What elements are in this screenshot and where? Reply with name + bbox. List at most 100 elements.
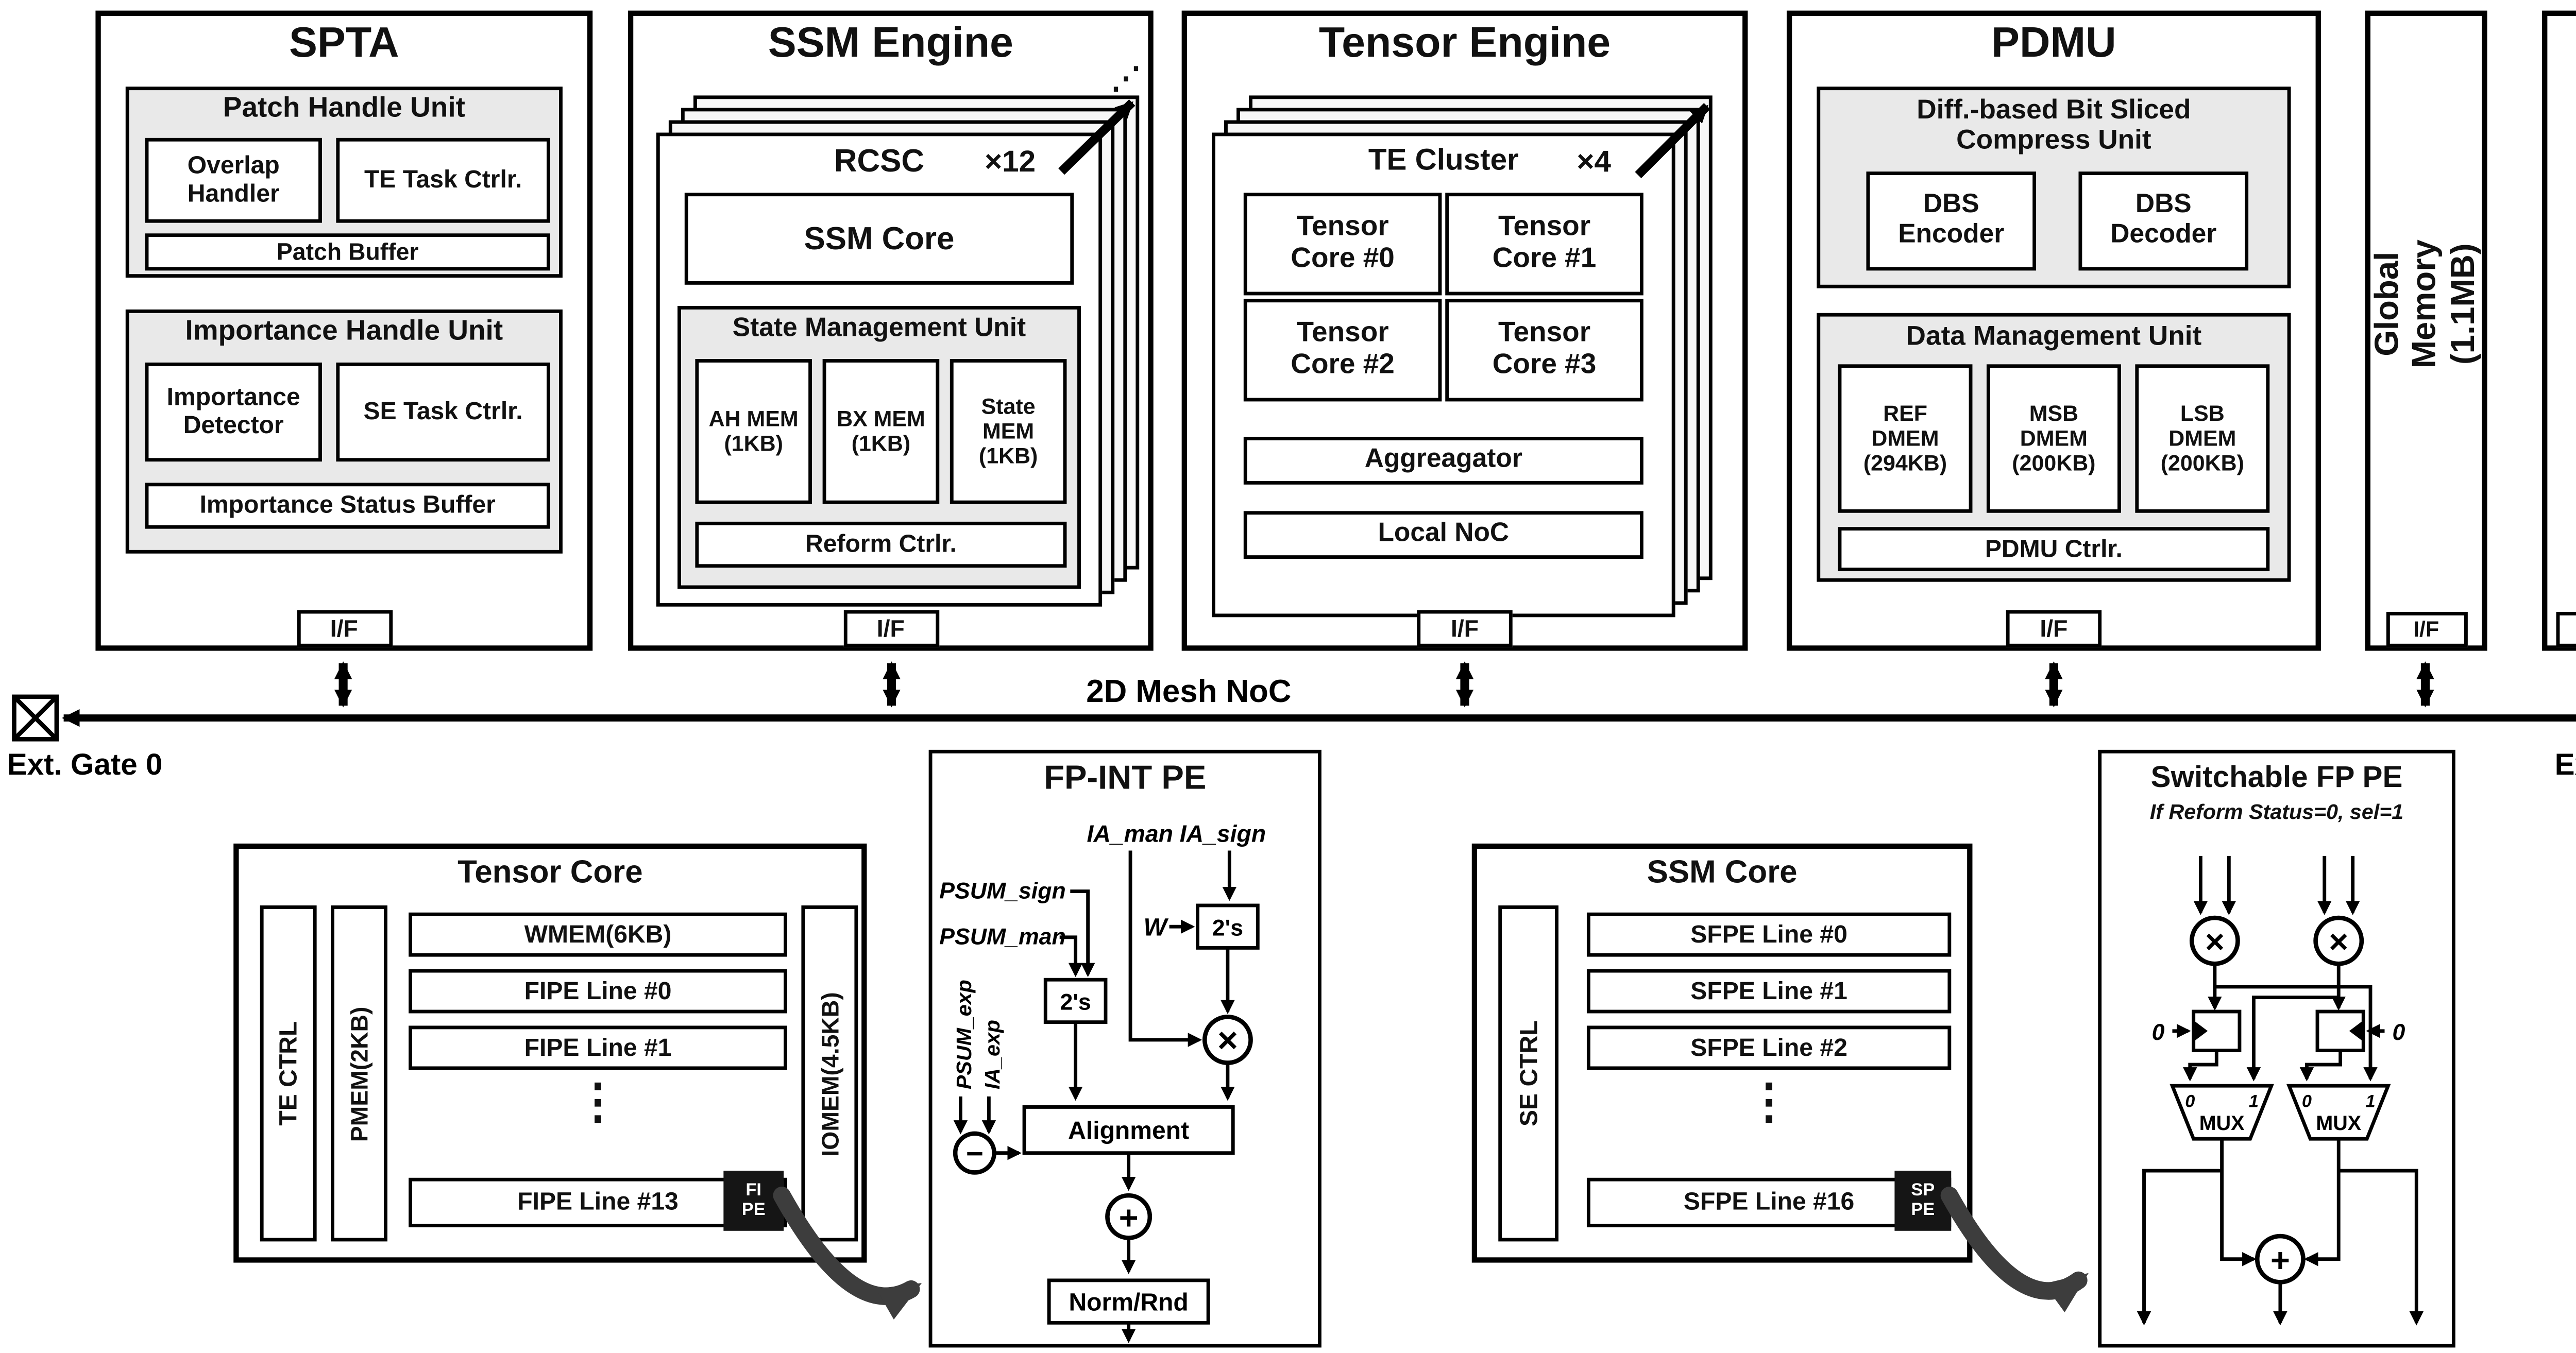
tensor-core-0-line2: Core #0: [1291, 244, 1395, 275]
patch-handle-unit: Patch Handle Unit Overlap Handler TE Tas…: [125, 87, 563, 278]
sfpe-ellipsis: ⋮: [1745, 1075, 1793, 1128]
sp-pe-tag-line2: PE: [1911, 1201, 1935, 1221]
global-memory-label: Global Memory (1.1MB): [2369, 239, 2482, 369]
top-ctrlr-block: Top Ctrlr. I/F: [2542, 10, 2576, 651]
noc-connectors: [334, 661, 2434, 708]
sp-pe-tag-line1: SP: [1911, 1180, 1935, 1200]
ssm-if-box: I/F: [843, 610, 939, 647]
adder-icon: [1105, 1193, 1153, 1240]
reform-ctrlr-box: Reform Ctrlr.: [695, 521, 1067, 568]
overlap-handler-box: Overlap Handler: [145, 138, 322, 223]
pmem-label: PMEM(2KB): [346, 1005, 372, 1141]
norm-rnd-box: [1047, 1278, 1210, 1325]
patch-handle-unit-title: Patch Handle Unit: [223, 93, 465, 124]
iomem-box: IOMEM(4.5KB): [801, 905, 858, 1242]
msb-dmem-box: MSB DMEM (200KB): [1986, 364, 2121, 513]
twos-complement-psum-box: [1043, 978, 1108, 1024]
ssm-core-box: SSM Core: [684, 193, 1074, 285]
switchable-fp-pe-diagram: × × 0 0 0 1 MUX 0 1 MUX +: [2137, 855, 2424, 1326]
psum-exp-label: PSUM_exp: [952, 980, 976, 1089]
te-cluster-title: TE Cluster: [1368, 143, 1519, 177]
multiply-glyph: ×: [1217, 1020, 1238, 1060]
spta-block: SPTA Patch Handle Unit Overlap Handler T…: [95, 10, 593, 651]
te-task-ctrlr-box: TE Task Ctrlr.: [336, 138, 550, 223]
importance-handle-unit-title: Importance Handle Unit: [185, 316, 503, 347]
bx-mem-box: BX MEM (1KB): [822, 359, 940, 504]
tensor-core-1-box: Tensor Core #1: [1445, 193, 1643, 296]
add-glyph: +: [1119, 1198, 1139, 1236]
ext-gate-1-label: Ext. Gate 1: [2555, 748, 2576, 781]
importance-status-buffer-box: Importance Status Buffer: [145, 483, 550, 529]
se-ctrl-box: SE CTRL: [1498, 905, 1559, 1242]
wmem-row: WMEM(6KB): [409, 912, 787, 957]
multiply-right-glyph: ×: [2329, 923, 2348, 961]
rcsc-card: RCSC ×12 SSM Core State Management Unit …: [656, 132, 1103, 607]
switchable-fp-pe-title: Switchable FP PE: [2150, 760, 2403, 794]
compress-unit: Diff.-based Bit Sliced Compress Unit DBS…: [1817, 87, 2291, 288]
sfpe-line-0-row: SFPE Line #0: [1586, 912, 1952, 957]
lsb-dmem-box: LSB DMEM (200KB): [2135, 364, 2270, 513]
dbs-encoder-box: DBS Encoder: [1866, 172, 2037, 271]
se-task-ctrlr-box: SE Task Ctrlr.: [336, 362, 550, 462]
rcsc-title: RCSC: [834, 143, 925, 179]
dbs-decoder-box: DBS Decoder: [2078, 172, 2249, 271]
zero-left-label: 0: [2152, 1020, 2165, 1045]
state-management-unit: State Management Unit AH MEM (1KB) BX ME…: [677, 306, 1081, 589]
aggregator-box: Aggreagator: [1243, 437, 1643, 485]
fp-int-pe-title: FP-INT PE: [1044, 760, 1207, 798]
compress-unit-title: Diff.-based Bit Sliced Compress Unit: [1917, 95, 2191, 156]
te-multiplier: ×4: [1577, 145, 1611, 179]
ssm-engine-block: SSM Engine ⋰ RCSC ×12 SSM Core State Man…: [628, 10, 1154, 651]
te-cluster-card: TE Cluster ×4 Tensor Core #0 Tensor Core…: [1212, 132, 1675, 618]
ssm-core-detail-block: SSM Core SE CTRL SFPE Line #0 SFPE Line …: [1471, 843, 1973, 1263]
twos-psum-label: 2's: [1060, 990, 1091, 1015]
ssm-engine-title: SSM Engine: [768, 19, 1013, 67]
subtract-icon: [953, 1131, 996, 1175]
alignment-box: [1022, 1105, 1235, 1155]
sfpe-line-16-row: SFPE Line #16: [1586, 1177, 1952, 1227]
psum-man-label: PSUM_man: [939, 924, 1066, 950]
dmu-title: Data Management Unit: [1906, 321, 2202, 352]
tensor-core-1-line1: Tensor: [1498, 212, 1591, 243]
global-memory-label-wrap: Global Memory (1.1MB): [2370, 16, 2482, 592]
tensor-core-3-line2: Core #3: [1492, 350, 1597, 381]
mux-right-label: MUX: [2316, 1112, 2361, 1135]
smu-title: State Management Unit: [732, 313, 1026, 344]
global-memory-block: Global Memory (1.1MB) I/F: [2365, 10, 2487, 651]
global-memory-if-box: I/F: [2385, 612, 2467, 647]
fipe-line-1-row: FIPE Line #1: [409, 1025, 787, 1070]
multiplier-left-icon: [2189, 915, 2240, 966]
mesh-noc-label: 2D Mesh NoC: [1086, 674, 1291, 709]
tensor-core-detail-block: Tensor Core TE CTRL PMEM(2KB) WMEM(6KB) …: [233, 843, 867, 1263]
iomem-label: IOMEM(4.5KB): [816, 991, 843, 1156]
tensor-core-0-line1: Tensor: [1296, 212, 1389, 243]
pdmu-if-box: I/F: [2006, 610, 2102, 647]
spta-title: SPTA: [289, 19, 399, 67]
sp-pe-tag: SP PE: [1894, 1171, 1952, 1231]
fi-pe-tag-line2: PE: [741, 1201, 766, 1221]
ah-mem-box: AH MEM (1KB): [695, 359, 812, 504]
se-ctrl-label: SE CTRL: [1514, 1020, 1543, 1127]
switchable-fp-pe-block: Switchable FP PE If Reform Status=0, sel…: [2098, 749, 2455, 1348]
reform-condition-label: If Reform Status=0, sel=1: [2149, 799, 2404, 825]
mux-right-in0-label: 0: [2302, 1091, 2312, 1111]
te-ctrl-label: TE CTRL: [274, 1021, 303, 1126]
alignment-label: Alignment: [1068, 1117, 1189, 1144]
multiply-left-glyph: ×: [2205, 923, 2225, 961]
pmem-box: PMEM(2KB): [331, 905, 387, 1242]
adder-icon: [2255, 1234, 2306, 1285]
fi-pe-tag: FI PE: [723, 1171, 784, 1231]
pdmu-block: PDMU Diff.-based Bit Sliced Compress Uni…: [1786, 10, 2321, 651]
fipe-line-0-row: FIPE Line #0: [409, 969, 787, 1014]
twos-complement-w-box: [1196, 903, 1260, 950]
switchable-pe-wires: [2137, 855, 2424, 1326]
ext-gate-0-label: Ext. Gate 0: [7, 748, 163, 781]
tensor-core-2-line2: Core #2: [1291, 350, 1395, 381]
tensor-core-2-box: Tensor Core #2: [1243, 299, 1442, 402]
tensor-core-3-line1: Tensor: [1498, 318, 1591, 349]
data-management-unit: Data Management Unit REF DMEM (294KB) MS…: [1817, 313, 2291, 582]
mux-right-shape: [2286, 1084, 2391, 1141]
psum-sign-label: PSUM_sign: [939, 878, 1065, 903]
mux-left-label: MUX: [2199, 1112, 2245, 1135]
